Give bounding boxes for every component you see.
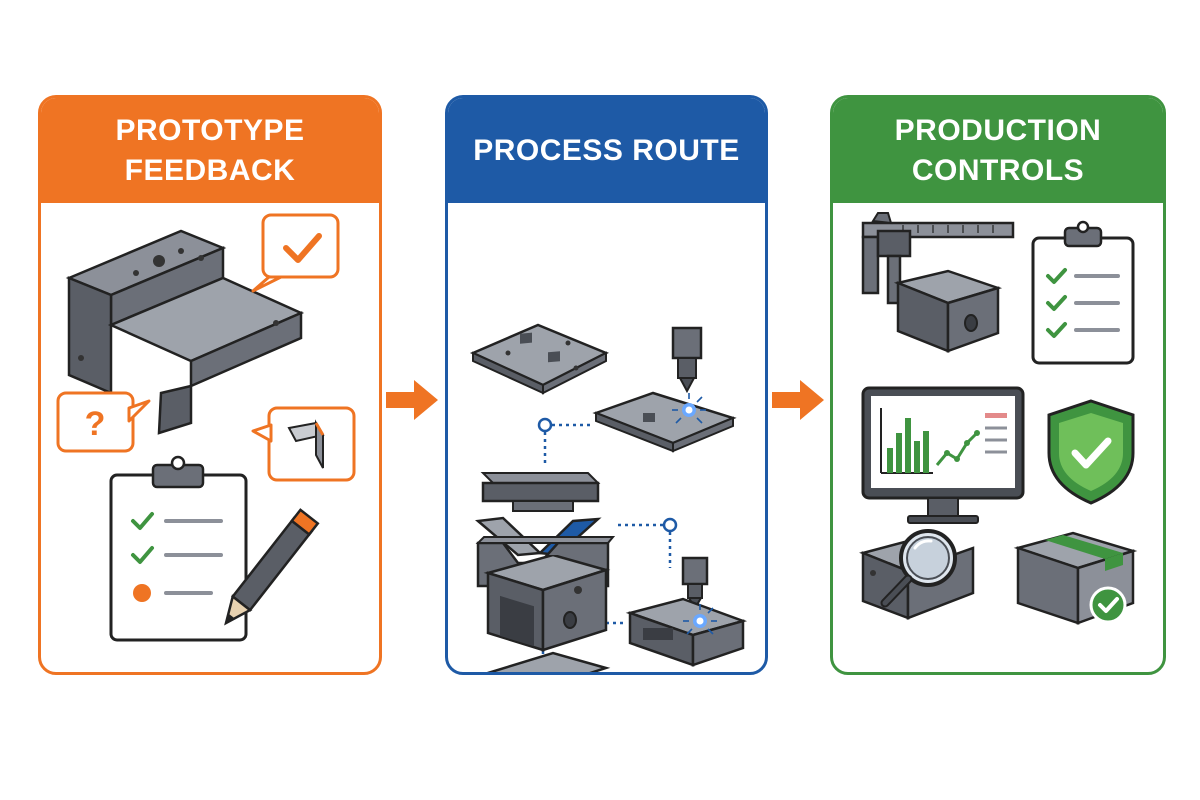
production-controls-panel: PRODUCTION CONTROLS — [830, 95, 1166, 675]
laser-cutting-icon — [592, 326, 737, 453]
production-controls-illustration — [859, 212, 1138, 625]
process-route-panel: PROCESS ROUTE — [445, 95, 768, 675]
shield-check-icon — [1047, 399, 1135, 505]
flow-arrow-icon — [772, 380, 824, 420]
magnifier-inspection-icon — [859, 529, 975, 620]
prototype-feedback-panel: PROTOTYPE FEEDBACK — [38, 95, 382, 675]
check-speech-bubble-icon — [251, 213, 340, 293]
flat-blank-icon — [469, 323, 609, 395]
prototype-feedback-title: PROTOTYPE FEEDBACK — [115, 113, 305, 187]
flow-arrow-icon — [386, 380, 438, 420]
process-route-illustration — [469, 323, 748, 672]
clipboard-checklist-icon — [109, 455, 248, 642]
prototype-feedback-body: ? — [41, 203, 379, 672]
production-controls-title-line2: CONTROLS — [911, 153, 1085, 187]
svg-text:?: ? — [85, 405, 106, 443]
monitor-chart-icon — [861, 386, 1025, 524]
bracket-part-icon — [65, 229, 305, 435]
checklist-clipboard-icon — [1031, 220, 1135, 365]
route-connector — [537, 417, 593, 465]
production-controls-header: PRODUCTION CONTROLS — [833, 98, 1163, 203]
laser-welding-icon — [625, 556, 748, 667]
question-speech-bubble-icon: ? — [56, 391, 151, 453]
process-route-body — [448, 203, 765, 672]
prototype-feedback-illustration: ? — [56, 213, 356, 642]
process-route-header: PROCESS ROUTE — [448, 98, 765, 203]
production-controls-title-line1: PRODUCTION — [894, 113, 1102, 147]
production-controls-body — [833, 203, 1163, 672]
finished-box-part-detail — [483, 555, 611, 652]
finished-box-part-icon — [486, 651, 611, 672]
caliper-measurement-icon — [861, 212, 1015, 353]
bend-detail-bubble-icon — [251, 406, 356, 482]
route-connector — [618, 517, 678, 568]
pencil-icon — [224, 508, 320, 626]
prototype-feedback-header: PROTOTYPE FEEDBACK — [41, 98, 379, 203]
process-route-title: PROCESS ROUTE — [473, 133, 740, 167]
package-check-icon — [1013, 531, 1138, 625]
